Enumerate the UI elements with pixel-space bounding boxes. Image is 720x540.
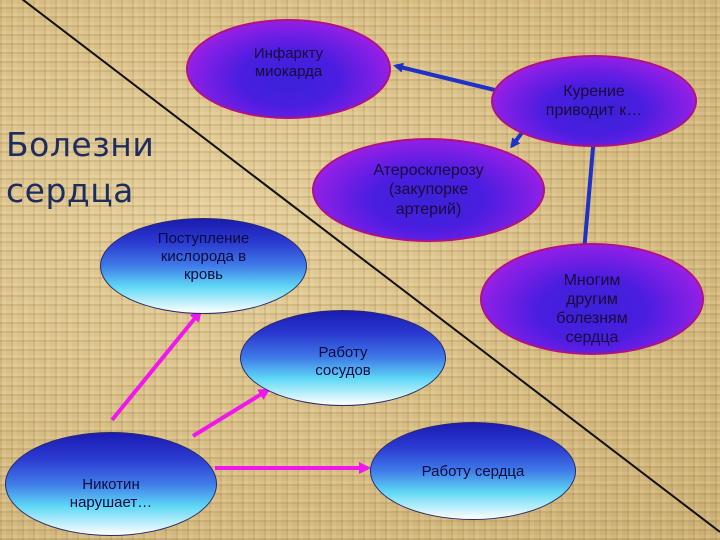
node-nicotine-label: Никотин нарушает… (69, 476, 153, 511)
node-oxygen-label: Поступление кислорода в кровь (157, 230, 250, 283)
node-heart-work-label: Работу сердца (421, 463, 525, 480)
node-infarct-label: Инфаркту миокарда (253, 45, 324, 80)
title-line-1: Болезни (6, 125, 155, 164)
node-other-diseases-label: Многим другим болезням сердца (556, 271, 628, 347)
node-smoking: Курение приводит к… (491, 55, 697, 147)
arrow-smoking-to-infarct (393, 62, 504, 94)
node-heart-work: Работу сердца (370, 422, 576, 520)
node-vessels: Работу сосудов (240, 310, 446, 406)
node-oxygen: Поступление кислорода в кровь (100, 218, 307, 314)
diagonal-divider-line (21, 0, 720, 533)
node-infarct: Инфаркту миокарда (186, 19, 391, 119)
arrow-nicotine-to-vessels (191, 388, 271, 438)
node-atherosclerosis-label: Атеросклерозу (закупорке артерий) (373, 162, 484, 218)
slide-title: Болезни сердца (6, 122, 196, 214)
node-smoking-label: Курение приводит к… (545, 82, 643, 119)
node-vessels-label: Работу сосудов (315, 344, 371, 379)
title-line-2: сердца (6, 171, 134, 210)
arrow-smoking-to-other-diseases (579, 135, 596, 255)
node-atherosclerosis: Атеросклерозу (закупорке артерий) (312, 138, 545, 242)
arrow-nicotine-to-oxygen (110, 309, 202, 422)
node-nicotine: Никотин нарушает… (5, 432, 217, 536)
node-other-diseases: Многим другим болезням сердца (480, 243, 704, 355)
